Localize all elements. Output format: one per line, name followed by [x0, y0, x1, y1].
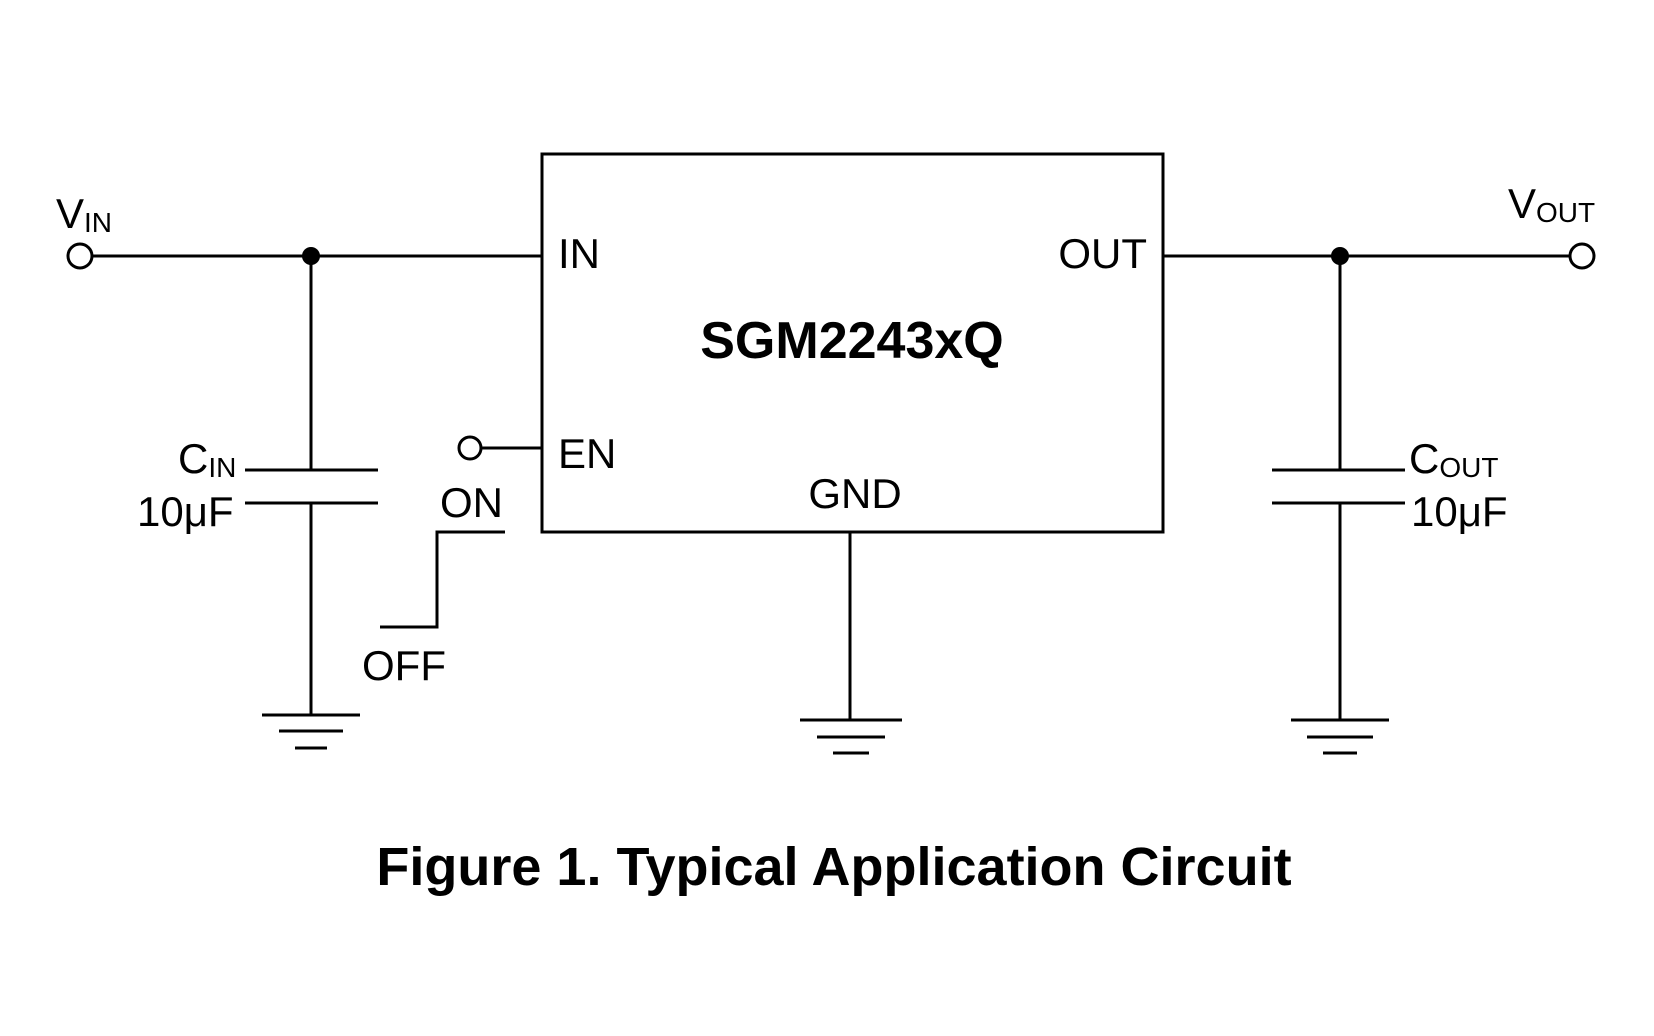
cout-value: 10μF: [1411, 488, 1508, 535]
vout-label: VOUT: [1508, 180, 1595, 228]
ground-icon-output: [1291, 718, 1389, 755]
pin-en-label: EN: [558, 430, 616, 477]
cin-label: CIN: [178, 435, 236, 483]
pin-out-label: OUT: [1058, 230, 1147, 277]
pin-in-label: IN: [558, 230, 600, 277]
en-switch-step: [380, 530, 505, 629]
ground-icon-chip: [800, 718, 902, 755]
chip-name: SGM2243xQ: [700, 312, 1004, 370]
cout-label: COUT: [1409, 435, 1498, 483]
en-switch-contact: [457, 435, 483, 461]
switch-off-label: OFF: [362, 642, 446, 689]
ic-body: [540, 152, 1165, 534]
ground-icon-input: [262, 713, 360, 750]
figure-caption: Figure 1. Typical Application Circuit: [376, 837, 1291, 897]
vin-label: VIN: [56, 190, 112, 238]
pin-gnd-label: GND: [808, 470, 901, 517]
vin-terminal: [66, 242, 94, 270]
vout-terminal: [1568, 242, 1596, 270]
switch-on-label: ON: [440, 479, 503, 526]
cin-value: 10μF: [137, 488, 234, 535]
